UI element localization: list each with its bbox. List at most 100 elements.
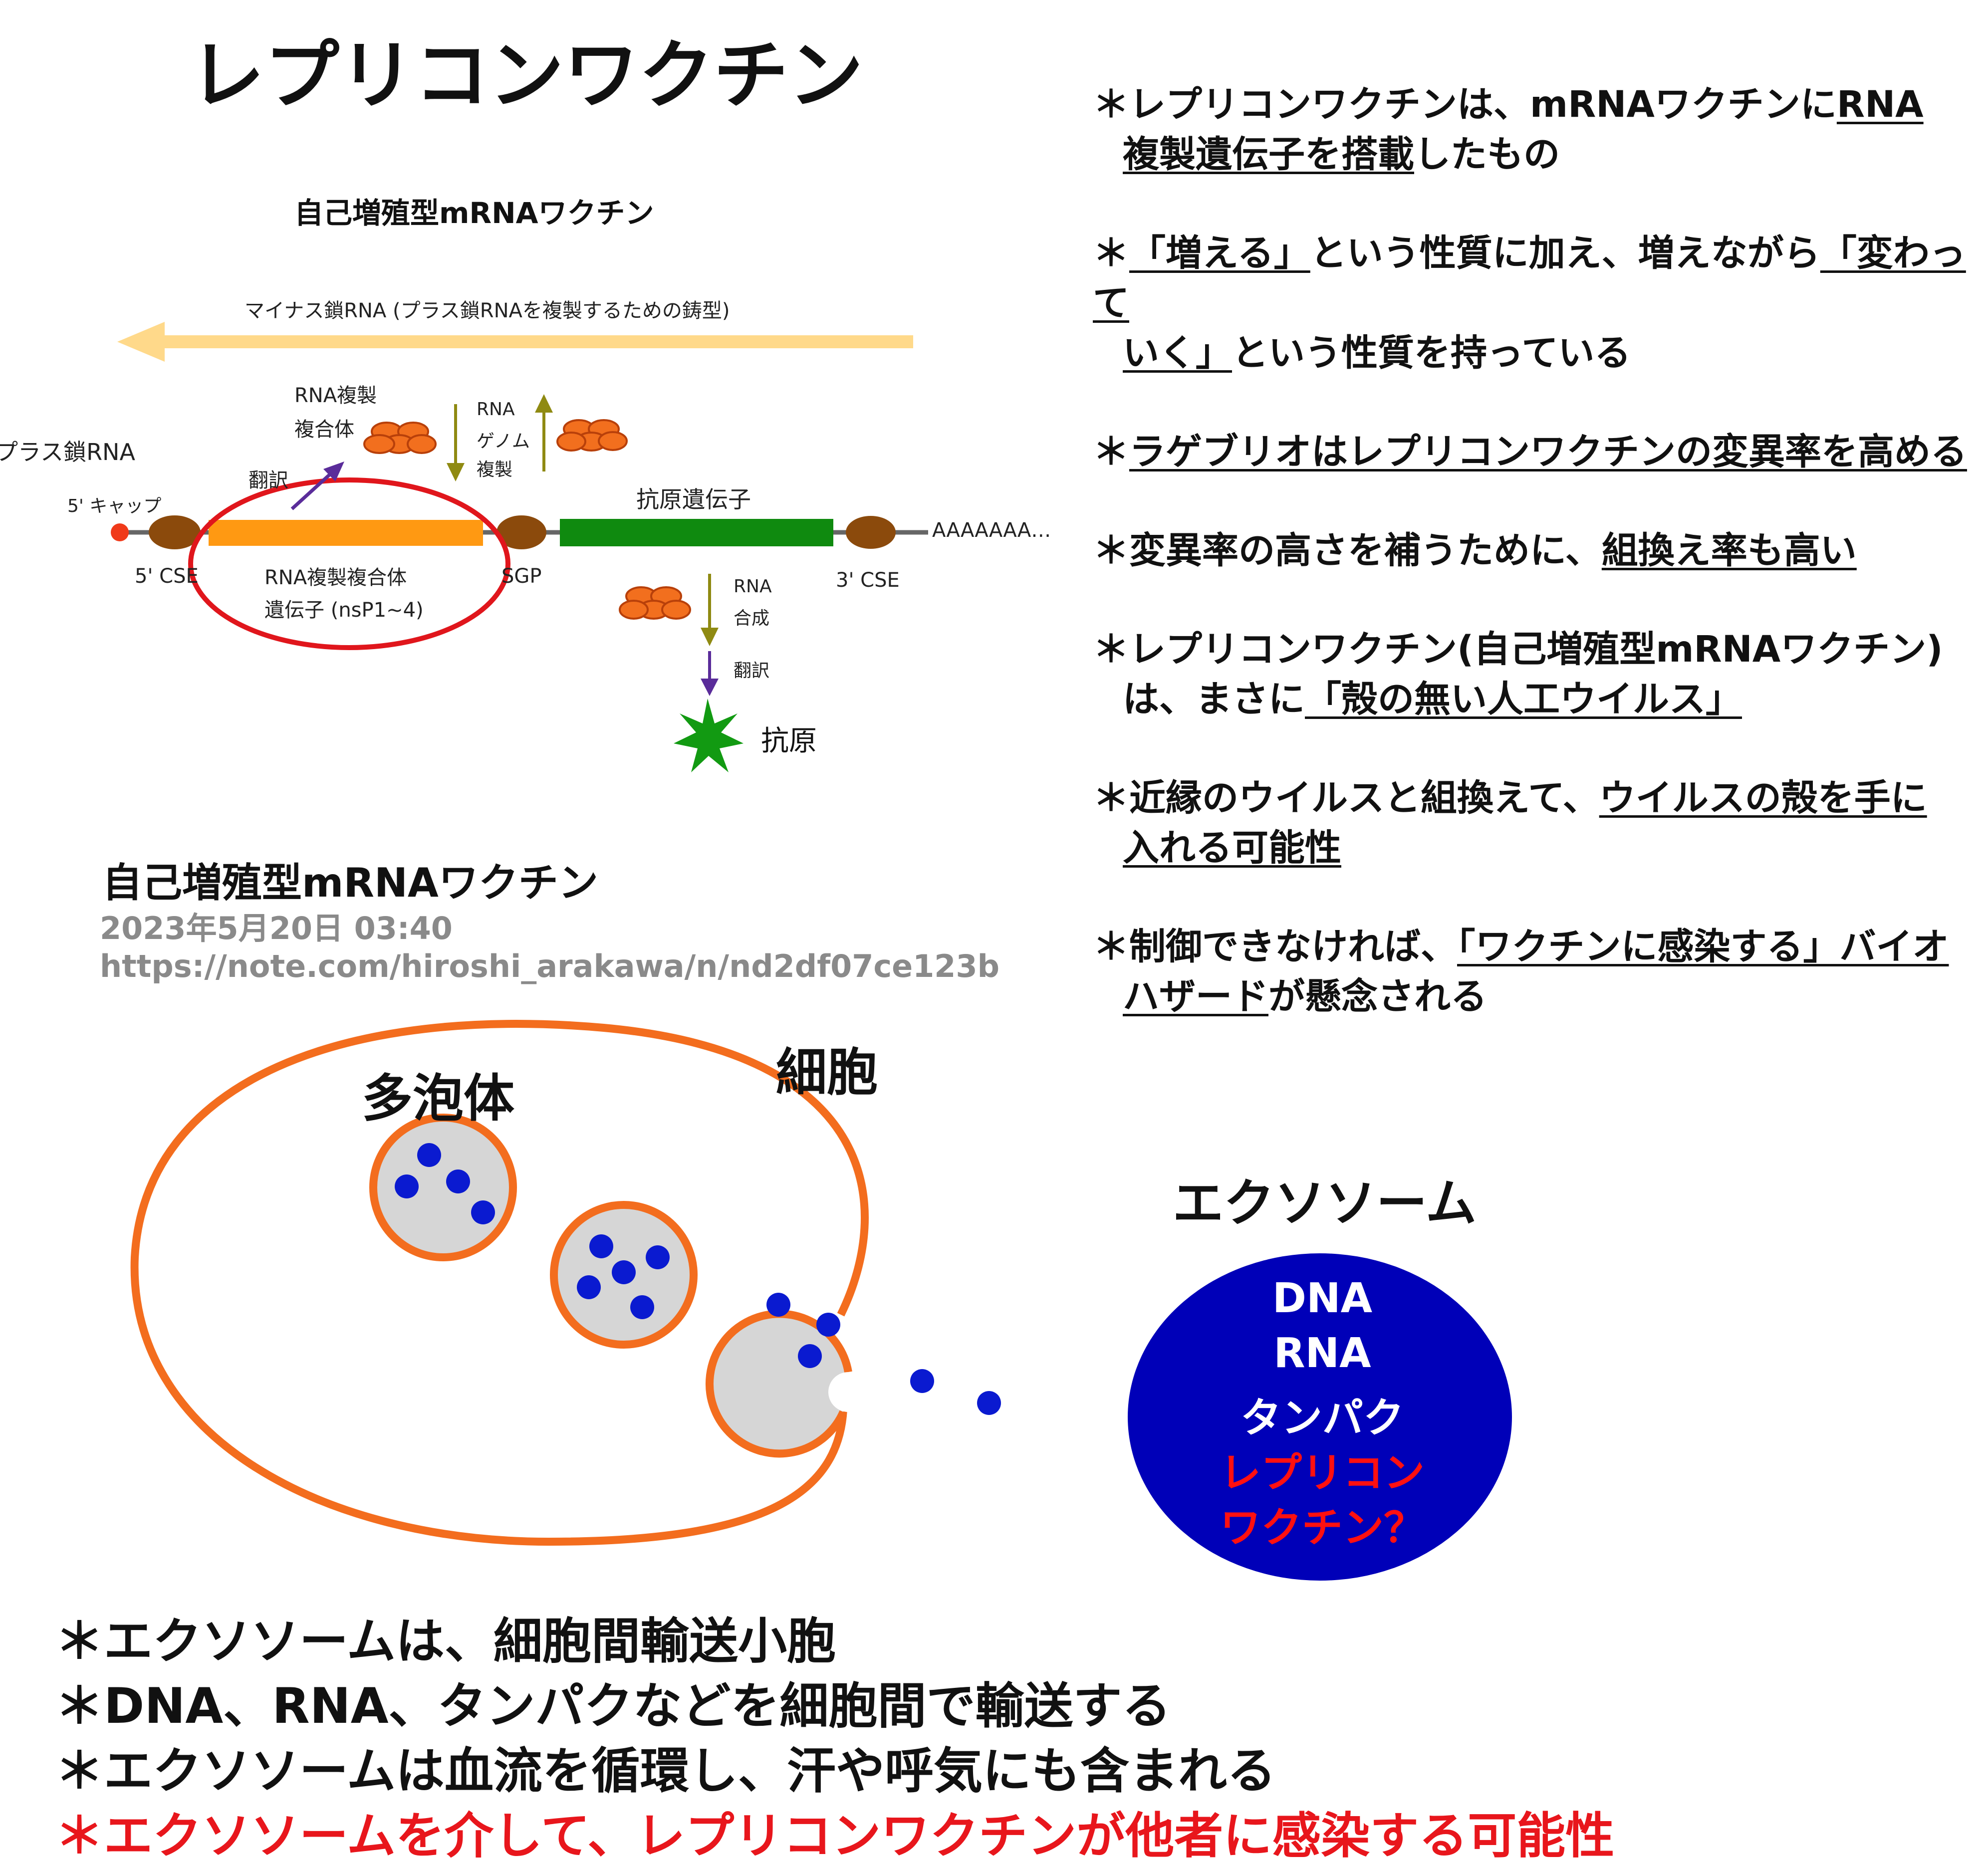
bullet-line: ＊レプリコンワクチン(自己増殖型mRNAワクチン): [1093, 628, 1943, 671]
cse5-node: [149, 515, 201, 549]
bullet-star: ＊: [1093, 431, 1129, 473]
complex-label-2: 複合体: [294, 418, 354, 441]
vesicle-1: [369, 1114, 517, 1261]
bullet-text: 変異率の高さを補うために、: [1129, 529, 1602, 572]
bullet-text: という性質に加え、増えながら: [1310, 232, 1820, 274]
bullet-text: RNA: [1836, 83, 1924, 126]
bullet-text: 「変わって: [1093, 232, 1966, 324]
page-title: レプリコンワクチン: [190, 32, 864, 119]
vesicle-3: [705, 1293, 868, 1458]
translation-arrow-1: [290, 472, 332, 510]
translation-label-1: 翻訳: [248, 469, 288, 492]
bullet-star: ＊: [1093, 83, 1129, 126]
exosome-title: エクソソーム: [1173, 1174, 1477, 1233]
bullet-star: ＊: [1093, 232, 1129, 274]
antigen-label: 抗原: [761, 725, 817, 757]
bullet-continuation: は、まさに「殻の無い人工ウイルス」: [1093, 675, 1981, 724]
replication-complex-icon-3: [619, 586, 691, 620]
bullet-star: ＊: [1093, 529, 1129, 572]
exosome-circle: [1128, 1253, 1512, 1581]
diagram-title: 自己増殖型mRNAワクチン: [294, 196, 654, 230]
bullet-text: 「ワクチンに感染する」バイオ: [1457, 926, 1949, 968]
bullet-star: ＊: [1093, 628, 1129, 671]
source-url[interactable]: https://note.com/hiroshi_arakawa/n/nd2df…: [100, 948, 999, 984]
bullet-item: ＊制御できなければ、「ワクチンに感染する」バイオハザードが懸念される: [1093, 922, 1981, 1022]
source-date: 2023年5月20日 03:40: [100, 910, 453, 946]
cell-diagram: [130, 1020, 1001, 1546]
released-exosome-dot: [910, 1369, 934, 1393]
bullet-star: ＊: [1093, 926, 1129, 968]
bullet-text: ウイルスの殻を手に: [1599, 777, 1927, 819]
bullet-item: ＊近縁のウイルスと組換えて、ウイルスの殻を手に入れる可能性: [1093, 773, 1981, 873]
antigen-gene-bar: [560, 519, 833, 546]
bullet-text: 制御できなければ、: [1129, 926, 1457, 968]
bottom-bullet-4: ＊エクソソームを介して、レプリコンワクチンが他者に感染する可能性: [55, 1808, 1615, 1865]
bullet-text: は、まさに: [1123, 678, 1305, 720]
genome-label-1: RNA: [477, 399, 515, 420]
bullet-text: したもの: [1414, 133, 1560, 176]
replicase-gene-label-1: RNA複製複合体: [264, 566, 407, 589]
bullet-line: ＊変異率の高さを補うために、組換え率も高い: [1093, 529, 1857, 572]
replicon-diagram: [111, 322, 928, 772]
genome-label-2: ゲノム: [477, 431, 530, 452]
exosome-line-replicon: レプリコン: [1220, 1449, 1425, 1497]
mvb-label: 多泡体: [362, 1069, 514, 1129]
exosome-line-rna: RNA: [1273, 1330, 1371, 1377]
bullet-item: ＊変異率の高さを補うために、組換え率も高い: [1093, 526, 1981, 576]
replicase-gene-label-2: 遺伝子 (nsP1~4): [264, 599, 424, 622]
cell-label: 細胞: [776, 1043, 878, 1103]
minus-strand-label: マイナス鎖RNA (プラス鎖RNAを複製するための鋳型): [245, 299, 730, 322]
bullet-line: ＊制御できなければ、「ワクチンに感染する」バイオ: [1093, 926, 1949, 968]
genome-label-3: 複製: [477, 460, 513, 480]
synth-label-1: RNA: [734, 576, 772, 597]
bullet-item: ＊「増える」という性質に加え、増えながら「変わっていく」という性質を持っている: [1093, 229, 1981, 378]
bullet-text: いく」: [1123, 332, 1232, 374]
complex-label-1: RNA複製: [294, 384, 377, 407]
bullet-line: ＊「増える」という性質に加え、増えながら「変わって: [1093, 232, 1966, 324]
cap-dot: [111, 523, 129, 541]
replication-complex-icon: [363, 422, 437, 454]
bullet-item: ＊ラゲブリオはレプリコンワクチンの変異率を高める: [1093, 427, 1981, 477]
bullet-continuation: 入れる可能性: [1093, 823, 1981, 873]
minus-strand-arrow-head: [117, 322, 165, 362]
bullet-text: 複製遺伝子を搭載: [1123, 133, 1414, 176]
bullet-text: 「増える」: [1129, 232, 1310, 274]
bullet-text: レプリコンワクチン(自己増殖型mRNAワクチン): [1129, 628, 1943, 671]
bullet-text: 入れる可能性: [1123, 827, 1341, 869]
bullet-continuation: 複製遺伝子を搭載したもの: [1093, 130, 1981, 180]
bullet-continuation: ハザードが懸念される: [1093, 972, 1981, 1022]
poly-a-label: AAAAAAA…: [932, 519, 1051, 542]
synth-label-2: 合成: [734, 608, 770, 629]
bottom-bullet-2: ＊DNA、RNA、タンパクなどを細胞間で輸送する: [55, 1678, 1171, 1735]
bullet-text: が懸念される: [1268, 975, 1487, 1018]
bullet-line: ＊近縁のウイルスと組換えて、ウイルスの殻を手に: [1093, 777, 1927, 819]
bullet-item: ＊レプリコンワクチン(自己増殖型mRNAワクチン)は、まさに「殻の無い人工ウイル…: [1093, 625, 1981, 724]
exosome-line-dna: DNA: [1272, 1275, 1373, 1322]
bullet-line: ＊ラゲブリオはレプリコンワクチンの変異率を高める: [1093, 431, 1967, 473]
cse3-label: 3' CSE: [836, 569, 900, 592]
bullet-continuation: いく」という性質を持っている: [1093, 328, 1981, 378]
replication-complex-icon-2: [556, 419, 628, 452]
cell-membrane: [130, 1020, 869, 1546]
bottom-bullet-1: ＊エクソソームは、細胞間輸送小胞: [55, 1613, 836, 1670]
replicase-highlight-circle: [188, 477, 510, 650]
bullet-text: 近縁のウイルスと組換えて、: [1129, 777, 1599, 819]
bullet-text: という性質を持っている: [1232, 332, 1631, 374]
translation-label-2: 翻訳: [734, 661, 770, 681]
bullet-text: レプリコンワクチンは、mRNAワクチンに: [1129, 83, 1837, 126]
bullet-star: ＊: [1093, 777, 1129, 819]
antigen-star-icon: [674, 699, 744, 772]
cse3-node: [846, 516, 896, 549]
plus-strand-label: プラス鎖RNA: [0, 439, 135, 466]
exosome-line-vaccine: ワクチン？: [1220, 1504, 1425, 1552]
sgp-node: [497, 515, 546, 549]
released-exosome-dot: [977, 1391, 1001, 1415]
bullet-text: 組換え率も高い: [1601, 529, 1857, 572]
vesicle-2: [550, 1201, 698, 1349]
sgp-label: SGP: [501, 565, 542, 588]
bullet-text: ハザード: [1123, 975, 1268, 1018]
bullet-line: ＊レプリコンワクチンは、mRNAワクチンにRNA: [1093, 83, 1924, 126]
exosome-line-protein: タンパク: [1240, 1395, 1404, 1442]
